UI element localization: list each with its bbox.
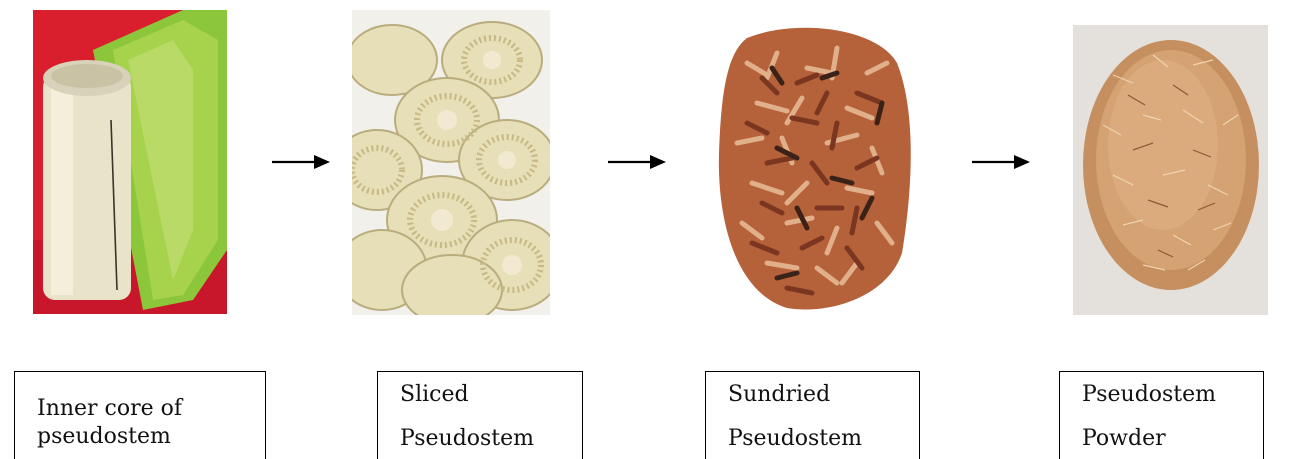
arrow-3: [972, 152, 1030, 172]
arrow-2: [608, 152, 666, 172]
step-label-box-2: Sliced Pseudostem: [377, 371, 583, 459]
step-label-line-2: Powder: [1082, 426, 1166, 451]
step-label-line-2: Pseudostem: [400, 426, 534, 451]
step-label-line-1: Sundried: [728, 382, 830, 407]
sundried-pseudostem-photo: [707, 23, 915, 315]
step-label-box-4: Pseudostem Powder: [1059, 371, 1264, 459]
step-label-line-1: Inner core of: [37, 396, 182, 421]
step-label-line-1: Pseudostem: [1082, 382, 1216, 407]
step-label-line-2: pseudostem: [37, 424, 171, 449]
step-label-box-1: Inner core of pseudostem: [14, 371, 266, 459]
step-label-line-2: Pseudostem: [728, 426, 862, 451]
arrow-1: [272, 152, 330, 172]
step-label-line-1: Sliced: [400, 382, 469, 407]
sliced-pseudostem-photo: [352, 10, 550, 315]
pseudostem-core-photo: [33, 10, 227, 314]
pseudostem-powder-photo: [1073, 25, 1268, 315]
step-label-box-3: Sundried Pseudostem: [705, 371, 920, 459]
